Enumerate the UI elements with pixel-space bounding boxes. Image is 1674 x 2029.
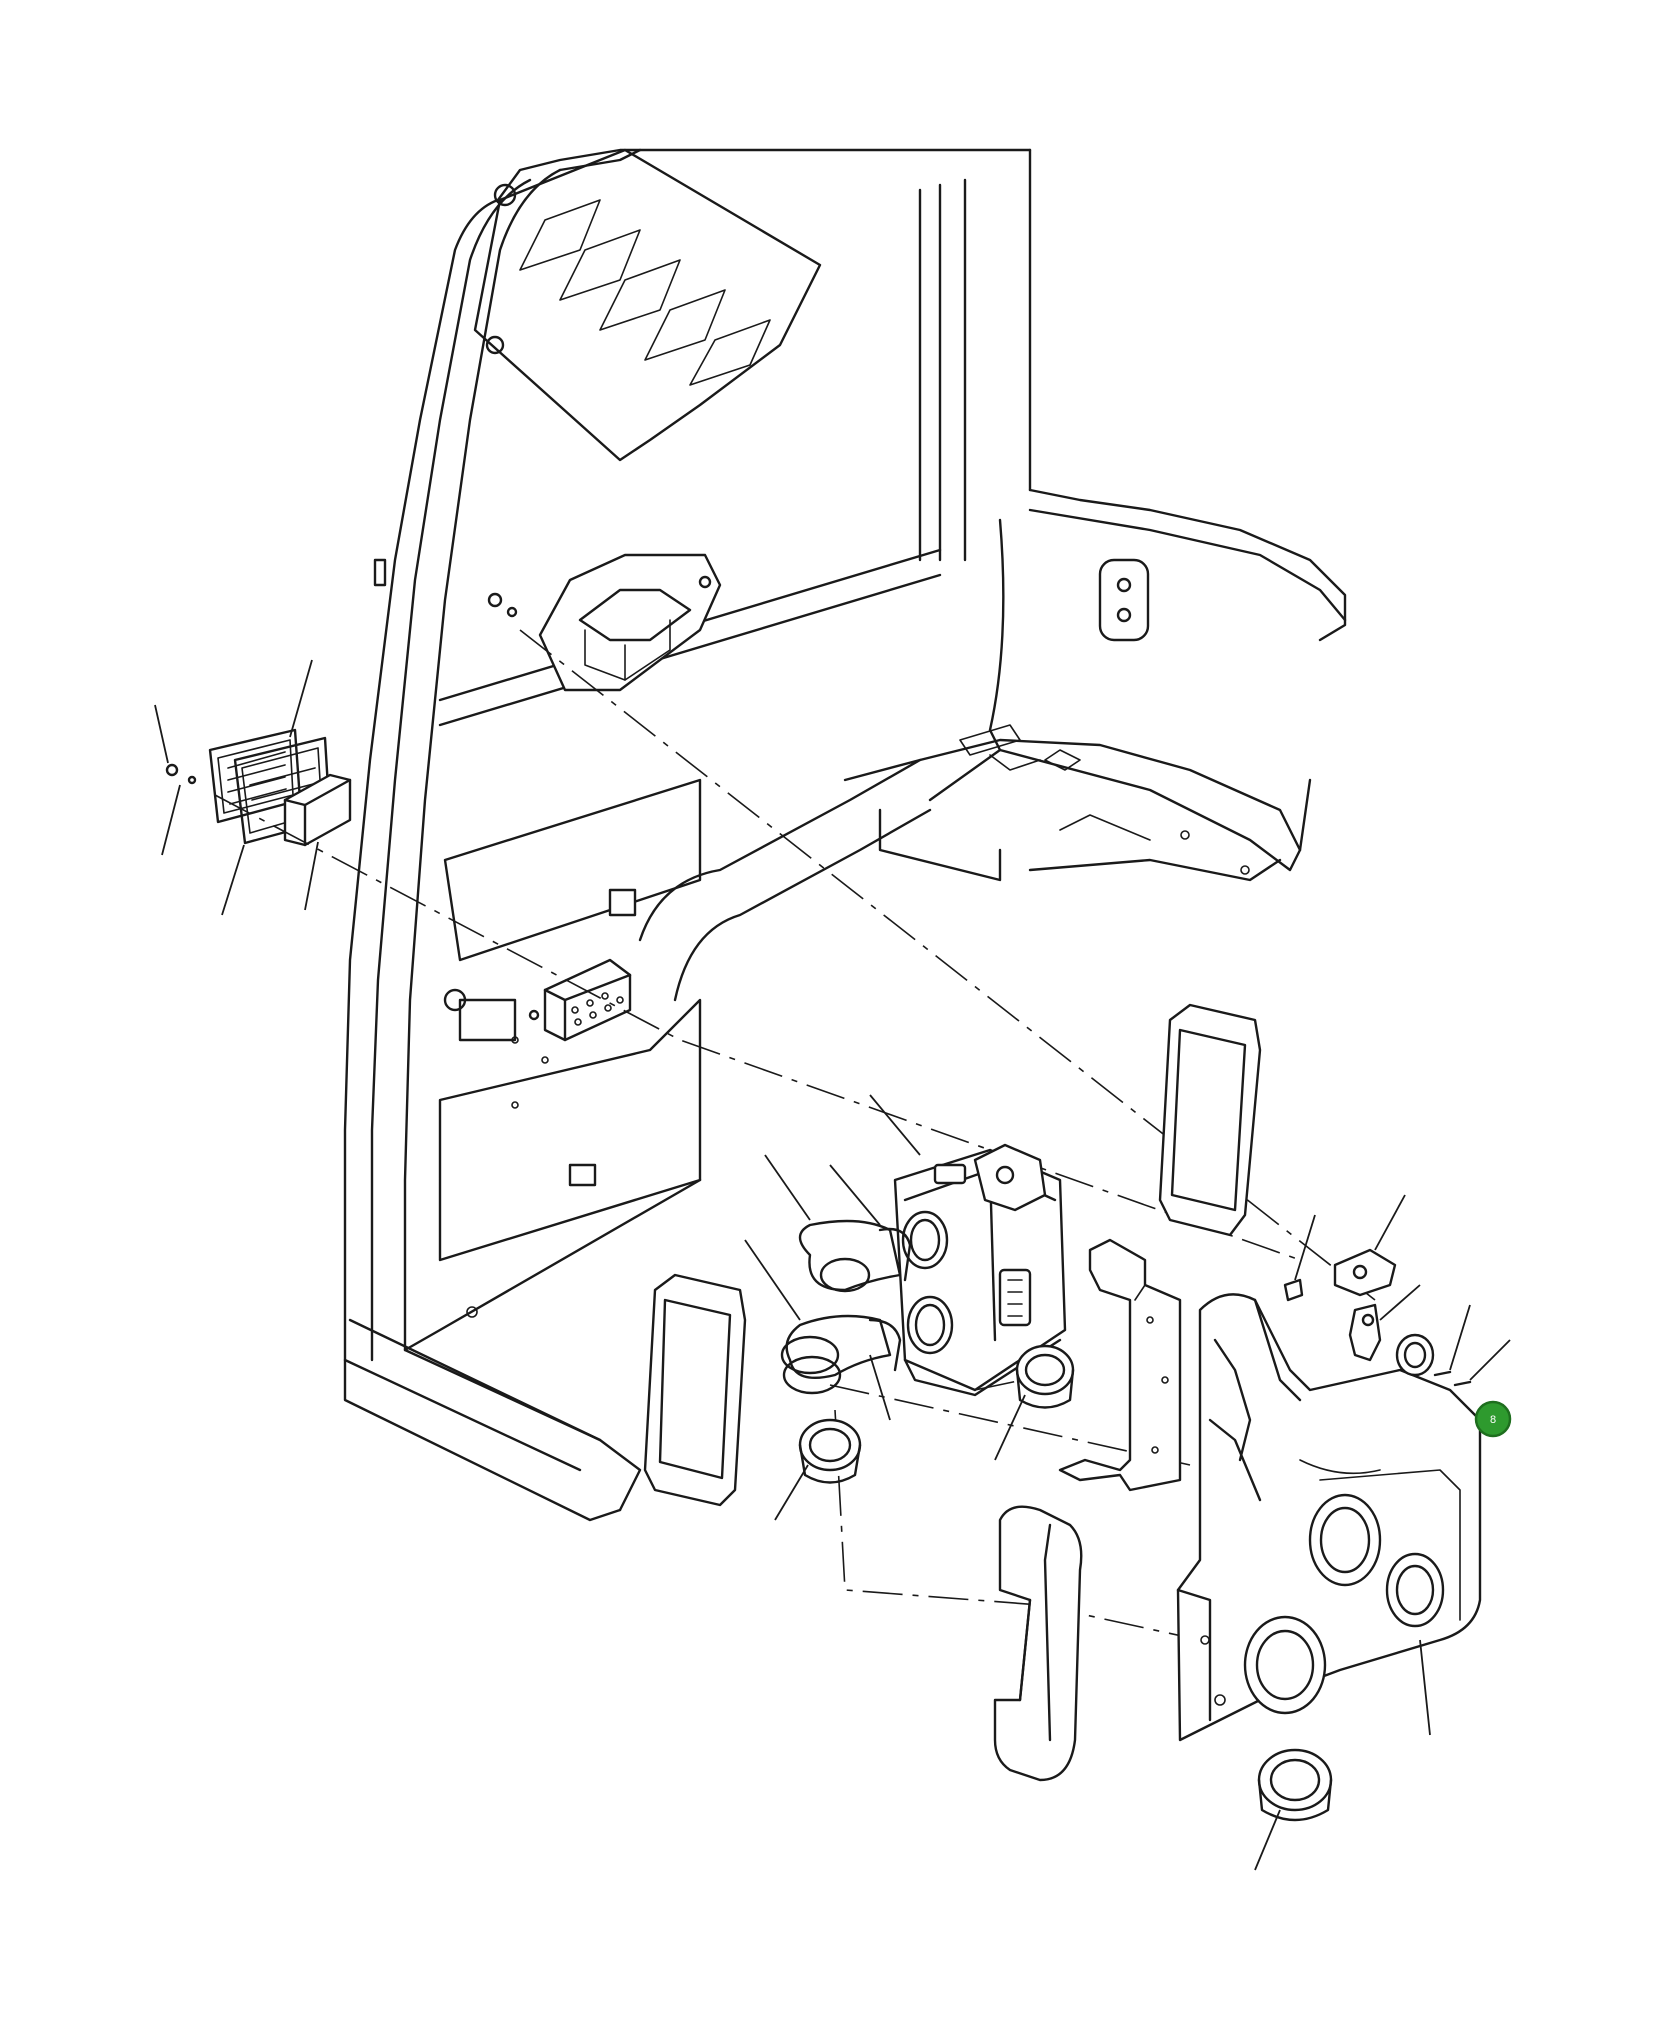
lower-port-ring (1254, 1748, 1333, 1871)
heater-mount-bracket (1058, 1238, 1182, 1492)
small-fittings (1283, 1194, 1511, 1387)
air-duct-housing (1176, 1293, 1482, 1742)
callout-badge-8[interactable]: 8 (1474, 1400, 1512, 1438)
handle-cover (993, 1505, 1083, 1782)
roof-vent-panel (473, 148, 822, 462)
hose-sleeves (774, 1344, 1075, 1521)
rectangular-seal-upper (1158, 1003, 1262, 1237)
cab-rear-section (843, 488, 1347, 882)
pillar-vent-mesh (528, 888, 637, 1042)
cab-frame (343, 148, 1032, 1522)
rectangular-seal-lower (643, 1273, 747, 1507)
air-vent-bracket (487, 553, 722, 692)
heater-unit (869, 1094, 1067, 1397)
callout-badge-label: 8 (1490, 1414, 1496, 1426)
callout-badge-circle[interactable] (1474, 1400, 1512, 1438)
heater-hoses (744, 1154, 912, 1421)
grille-filter-assembly (154, 659, 352, 916)
